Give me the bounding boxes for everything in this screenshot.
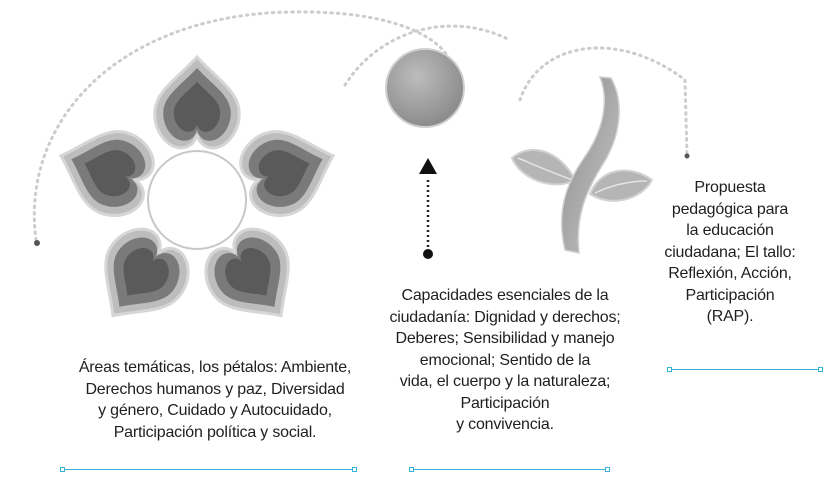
selection-handle[interactable] [605,467,610,472]
caption-line: ciudadanía: Dignidad y derechos; [389,308,621,326]
arrow-tail-dot [423,249,433,259]
caption-line: ciudadana; El tallo: [664,243,796,261]
caption-line: Participación [460,394,550,412]
stem-plant [510,76,654,254]
caption-line: la educación [686,222,774,239]
selection-handle[interactable] [60,467,65,472]
caption-line: vida, el cuerpo y la naturaleza; [399,373,611,390]
selection-handle[interactable] [667,367,672,372]
leaf-right [588,169,654,202]
caption-line: Propuesta [694,179,766,196]
caption-line: Participación política y social. [113,423,317,441]
selection-guide [411,469,608,470]
caption-line: emocional; Sentido de la [419,351,591,369]
arrow-head [419,158,437,174]
caption-line: Reflexión, Acción, [668,265,792,282]
arc-end-dot [684,153,690,159]
selection-handle[interactable] [352,467,357,472]
selection-guide [62,469,355,470]
caption-line: Derechos humanos y paz, Diversidad [85,380,345,398]
selection-guide [669,369,821,370]
flower-center [147,150,247,250]
caption-line: Deberes; Sensibilidad y manejo [395,330,615,347]
arc-end-dot [34,240,40,246]
stem-caption: Propuesta pedagógica para la educación c… [655,177,805,328]
petal-heart [46,114,163,226]
caption-line: Áreas temáticas, los pétalos: Ambiente, [78,359,352,376]
stem [560,76,620,254]
petals-caption: Áreas temáticas, los pétalos: Ambiente, … [30,357,400,443]
leaf-right-vein [594,180,648,194]
caption-line: y convivencia. [456,416,554,433]
petal-heart [231,114,348,226]
dotted-arcs [32,10,689,242]
center-circle [385,48,465,128]
selection-handle[interactable] [409,467,414,472]
caption-line: Capacidades esenciales de la [401,287,609,304]
leaf-left-vein [517,157,574,181]
caption-line: Participación [685,286,775,304]
selection-handle[interactable] [818,367,823,372]
caption-line: y género, Cuidado y Autocuidado, [98,402,332,419]
center-caption: Capacidades esenciales de la ciudadanía:… [370,285,640,436]
caption-line: pedagógica para [671,200,789,218]
petal-heart [153,55,241,150]
leaf-left [510,149,577,186]
caption-line: (RAP). [706,308,754,325]
